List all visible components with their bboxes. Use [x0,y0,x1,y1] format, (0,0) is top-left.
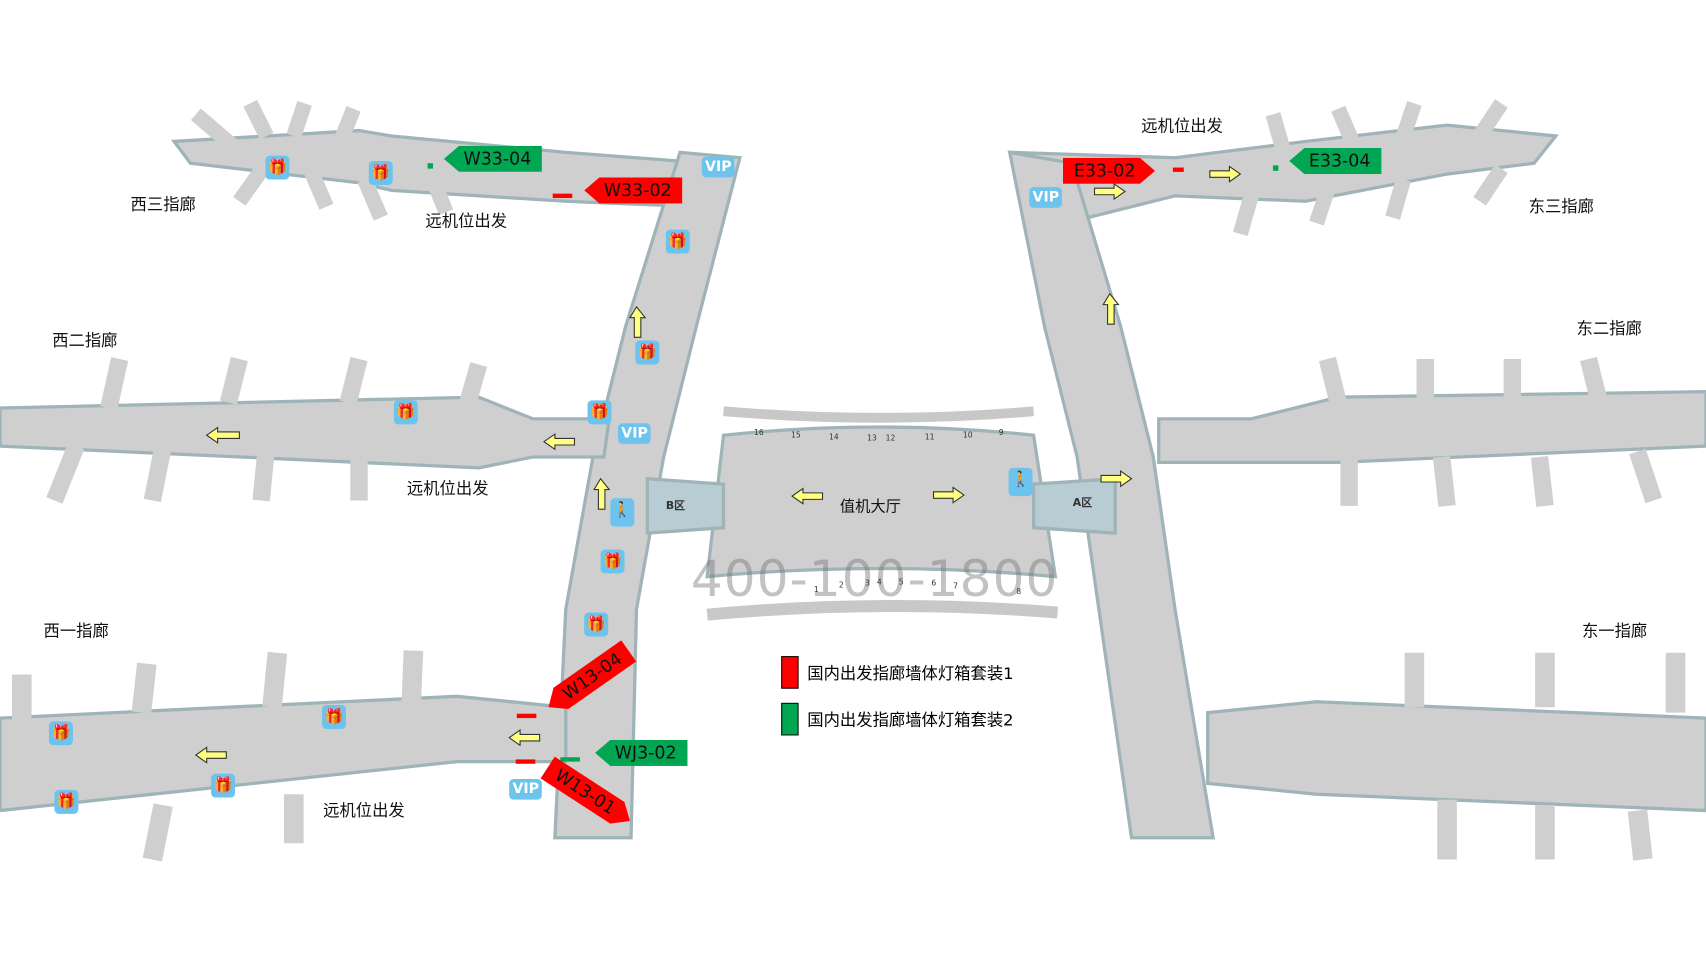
remote-departure-label: 远机位出发 [1141,116,1223,136]
arrow-icon [1100,470,1133,488]
counter-number: 7 [953,582,958,591]
arrow-icon [543,433,576,451]
pier-label-west1: 西一指廊 [43,621,109,641]
checkin-hall [705,425,1058,579]
arrow-icon [932,486,965,504]
tag-W33-02[interactable]: W33-02 [584,177,683,204]
west2-pier [0,395,612,470]
east1-pier [1206,700,1706,813]
counter-number: 9 [998,428,1004,438]
remote-departure-label: 远机位出发 [406,478,489,499]
legend-item-2: 国内出发指廊墙体灯箱套装2 [781,702,1014,736]
gift-shop-icon: 🎁 [54,789,79,814]
counter-number: 2 [838,580,844,590]
gift-shop-icon: 🎁 [211,773,236,798]
counter-number: 5 [898,577,904,587]
pier-label-east2: 东二指廊 [1576,318,1642,339]
hall-canopy-bottom [706,599,1059,621]
arrow-icon [1093,182,1126,201]
gift-shop-icon: 🎁 [584,612,609,637]
arrow-icon [593,477,611,510]
arrow-icon [1102,292,1120,325]
bridge-a [1031,476,1117,535]
gift-shop-icon: 🎁 [368,161,393,185]
counter-number: 4 [876,577,882,587]
watermark: 400-100-1800 [690,549,1059,609]
counter-number: 6 [931,578,937,588]
gift-shop-icon: 🎁 [665,229,690,254]
security-check-icon: 🚶 [610,498,635,527]
legend-swatch-green [781,702,799,736]
vip-icon: VIP [509,779,543,800]
east2-fingers [1318,356,1663,507]
arrow-icon [628,305,647,338]
tag-E33-04[interactable]: E33-04 [1289,147,1382,175]
security-check-icon: 🚶 [1008,467,1033,497]
arrow-icon [791,487,824,505]
counter-number: 12 [885,434,896,443]
counter-number: 1 [813,585,819,595]
counter-number: 8 [1016,587,1022,597]
west3-fingers [190,99,454,221]
arrow-icon [205,426,240,444]
east3-fingers [1232,99,1508,237]
counter-number: 11 [924,433,935,442]
gift-shop-icon: 🎁 [587,400,612,425]
pier-label-east3: 东三指廊 [1528,196,1594,217]
vip-icon: VIP [617,423,652,444]
arrow-icon [1209,165,1242,183]
gift-shop-icon: 🎁 [600,549,625,574]
zone-a-label: A区 [1072,497,1093,510]
legend-item-1: 国内出发指廊墙体灯箱套装1 [781,656,1014,689]
legend-green-marks [427,163,1279,762]
gift-shop-icon: 🎁 [635,340,660,365]
west1-fingers [11,650,424,862]
east1-fingers [1404,652,1686,861]
gift-shop-icon: 🎁 [393,400,418,425]
tag-WJ3-02[interactable]: WJ3-02 [595,739,688,766]
flow-arrows [194,165,1242,764]
legend-label: 国内出发指廊墙体灯箱套装2 [807,709,1014,730]
tag-W33-04[interactable]: W33-04 [443,145,543,172]
west1-pier [0,694,568,813]
tag-E33-02[interactable]: E33-02 [1063,158,1155,184]
gift-shop-icon: 🎁 [322,705,346,729]
east3-pier [1007,123,1559,220]
counter-number: 14 [829,433,839,442]
pier-label-east1: 东一指廊 [1581,621,1648,641]
west2-fingers [46,356,488,504]
counter-number: 13 [867,434,877,443]
bridge-b [645,476,726,535]
vip-icon: VIP [701,156,735,178]
legend-swatch-red [781,656,799,689]
gift-shop-icon: 🎁 [48,721,73,746]
counter-number: 3 [864,578,870,588]
counter-number: 10 [962,430,973,440]
counter-number: 16 [753,428,764,438]
remote-departure-label: 远机位出发 [323,800,405,821]
pier-label-west3: 西三指廊 [130,194,196,215]
checkin-hall-label: 值机大厅 [839,498,901,516]
counter-number: 15 [790,430,801,440]
vip-icon: VIP [1029,187,1063,208]
pier-label-west2: 西二指廊 [52,330,118,351]
arrow-icon [508,729,541,747]
remote-departure-label: 远机位出发 [425,211,508,231]
legend-red-marks [515,167,1184,764]
hall-canopy-top [723,406,1035,423]
legend-label: 国内出发指廊墙体灯箱套装1 [807,663,1014,683]
gift-shop-icon: 🎁 [265,155,290,180]
arrow-icon [194,746,227,764]
zone-b-label: B区 [665,500,686,513]
